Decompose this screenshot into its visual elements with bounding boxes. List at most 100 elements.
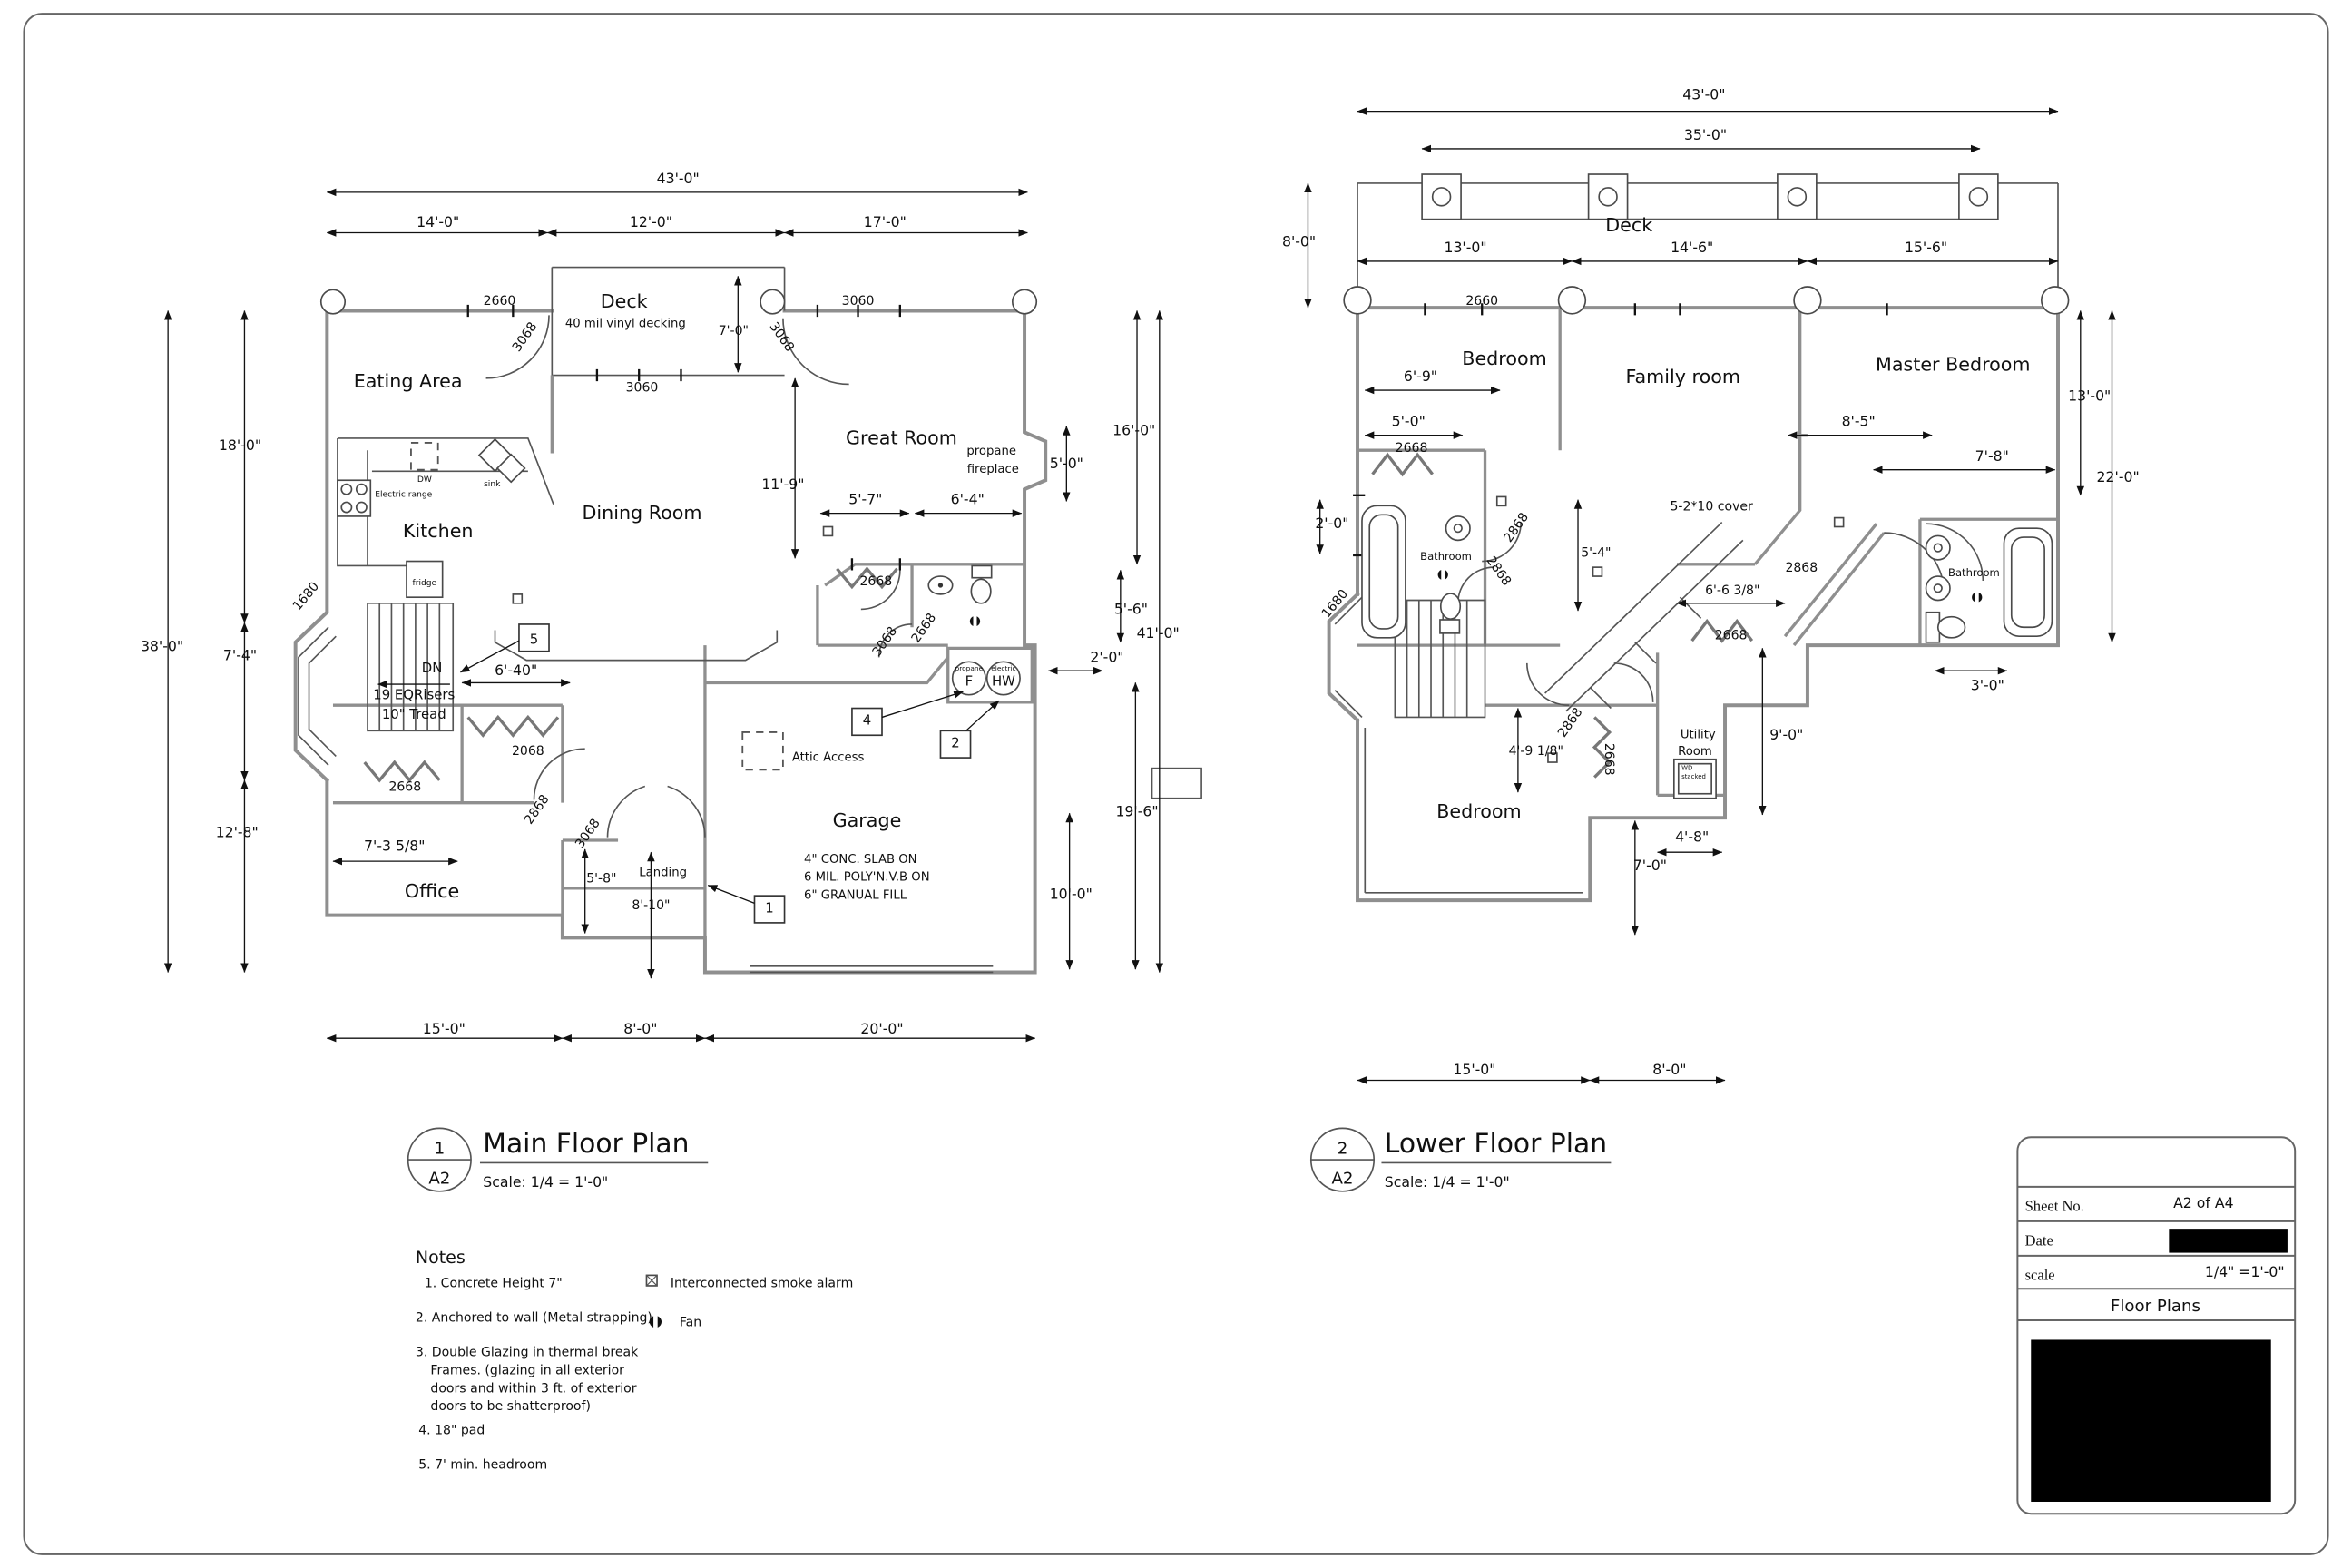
lower-label: WD	[1681, 764, 1692, 771]
main-hall-closet	[836, 566, 898, 590]
lower-label: Master Bedroom	[1876, 354, 2031, 376]
main-label: Electric range	[375, 490, 432, 499]
plan-title: Main Floor Plan	[483, 1128, 689, 1160]
lower-posts	[1343, 286, 2070, 315]
main-label: 16'-0"	[1112, 422, 1155, 439]
lower-label: 9'-0"	[1769, 726, 1803, 743]
callout-number: 2	[1338, 1139, 1348, 1158]
main-label: 8'-0"	[623, 1020, 657, 1037]
lower-label: 8'-0"	[1282, 232, 1316, 250]
lower-label: 43'-0"	[1682, 85, 1725, 103]
main-label: 5'-8"	[586, 871, 616, 886]
main-bath-fixtures	[927, 564, 993, 628]
main-label: sink	[484, 480, 501, 489]
main-label: Deck	[601, 290, 648, 312]
main-label: 6 MIL. POLY'N.V.B ON	[804, 871, 930, 885]
plan-title: Lower Floor Plan	[1385, 1128, 1607, 1160]
main-label: 3060	[626, 381, 659, 396]
lower-label: 2868	[1501, 510, 1532, 544]
main-label: 7'-0"	[719, 324, 749, 338]
main-label: DW	[417, 475, 432, 485]
main-label: 3068	[870, 624, 901, 659]
main-label: 5'-7"	[848, 491, 882, 508]
main-label: 2668	[860, 574, 893, 589]
main-closet-doors	[363, 714, 560, 783]
lower-floor-plan	[1304, 107, 2116, 1084]
note-item: 2. Anchored to wall (Metal strapping)	[416, 1311, 652, 1326]
main-label: 3068	[573, 817, 603, 851]
main-interior-walls	[332, 375, 1034, 973]
main-label: 2'-0"	[1090, 648, 1123, 665]
legend-label-fan-icon: Fan	[680, 1316, 701, 1330]
main-label: 11'-9"	[761, 475, 804, 493]
main-label: 6'-40"	[495, 662, 537, 679]
lower-door-swings	[1456, 522, 1984, 707]
main-label: 1	[765, 899, 773, 916]
date-label: Date	[2025, 1231, 2053, 1249]
note-item: 1. Concrete Height 7"	[425, 1277, 563, 1291]
lower-label: 7'-0"	[1633, 857, 1667, 874]
callout-sheet: A2	[428, 1170, 450, 1189]
lower-label: Bathroom	[1420, 550, 1472, 563]
lower-stairs	[1334, 521, 1744, 719]
main-label: Garage	[833, 809, 902, 831]
title-block: Sheet No. A2 of A4 Date scale 1/4" =1'-0…	[2016, 1136, 2297, 1515]
main-label: 18'-0"	[219, 436, 261, 454]
main-label: Eating Area	[354, 370, 463, 392]
sheet-no-value: A2 of A4	[2173, 1194, 2234, 1211]
lower-label: 3'-0"	[1971, 677, 2004, 694]
attic-access-hatch	[741, 731, 784, 771]
main-label: 19 EQRisers	[373, 687, 455, 703]
lower-label: 6'-9"	[1404, 368, 1437, 385]
plan-labels: 43'-0" 14'-0" 1 2'-0" 17'-0" 2660 3060 3068 3068…	[141, 85, 2140, 1077]
drawing-title: Floor Plans	[2111, 1297, 2200, 1316]
lower-label: 8'-0"	[1652, 1061, 1686, 1078]
main-callout-boxes	[460, 623, 1000, 924]
lower-label: Family room	[1626, 366, 1740, 387]
callout-sheet: A2	[1331, 1170, 1353, 1189]
lower-label: 5-2*10 cover	[1670, 499, 1753, 514]
main-label: 10'-0"	[1050, 885, 1093, 902]
furnace-hw	[951, 661, 1021, 696]
main-label: 6'-4"	[951, 491, 985, 508]
lower-label: 7'-8"	[1975, 447, 2009, 465]
main-label: 5	[530, 631, 538, 647]
main-label: 15'-0"	[423, 1020, 466, 1037]
main-label: 3060	[842, 294, 875, 309]
main-label: propane	[956, 664, 984, 672]
lower-label: 13'-0"	[2068, 387, 2111, 405]
main-label: fireplace	[967, 463, 1019, 476]
lower-label: 5'-0"	[1392, 413, 1426, 430]
revision-box	[1151, 767, 1202, 799]
lower-label: 4'-9 1/8"	[1509, 744, 1563, 759]
lower-label: 2660	[1465, 294, 1498, 309]
lower-label: 35'-0"	[1684, 126, 1727, 143]
main-label: Dining Room	[582, 502, 701, 524]
lower-wall-inner	[1364, 728, 1583, 894]
main-label: Office	[405, 880, 459, 902]
main-dimensions	[163, 188, 1164, 1043]
notes-heading: Notes	[416, 1248, 466, 1268]
main-label: 2868	[522, 792, 553, 827]
main-label: Kitchen	[403, 520, 474, 542]
lower-label: 2668	[1602, 743, 1616, 776]
lower-label: 2668	[1396, 441, 1428, 456]
notes-items: 1. Concrete Height 7" 2. Anchored to wall…	[416, 1277, 652, 1473]
scale-value: 1/4" =1'-0"	[2205, 1263, 2285, 1280]
main-label: 4" CONC. SLAB ON	[804, 853, 917, 867]
note-item: 4. 18" pad	[418, 1424, 485, 1438]
lower-window-ticks	[1353, 303, 1888, 557]
main-label: 5'-6"	[1114, 600, 1148, 617]
lower-label: 5'-4"	[1581, 546, 1611, 561]
callout-number: 1	[435, 1139, 446, 1158]
main-posts	[319, 289, 1038, 315]
lower-label: Bedroom	[1462, 348, 1546, 369]
redacted-date	[2169, 1229, 2288, 1253]
main-label: 17'-0"	[864, 213, 906, 230]
main-label: 14'-0"	[416, 213, 459, 230]
main-label: propane	[966, 445, 1016, 458]
main-label: 8'-10"	[632, 898, 670, 913]
main-label: 38'-0"	[141, 638, 183, 655]
